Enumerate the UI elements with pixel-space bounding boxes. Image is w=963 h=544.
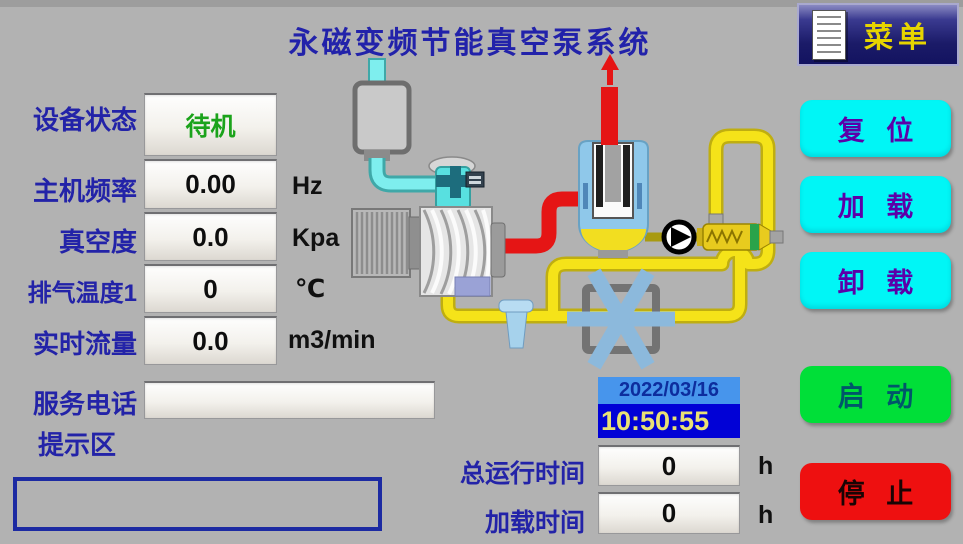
device-status-value: 待机: [144, 93, 277, 156]
time-display: 10:50:55: [598, 404, 740, 438]
drive-motor: [351, 208, 421, 278]
page-title: 永磁变频节能真空泵系统: [288, 27, 652, 60]
menu-list-icon: [812, 9, 846, 60]
exhaust-temp-label: 排气温度1: [27, 280, 137, 307]
discharge-pipe: [493, 191, 582, 254]
main-frequency-label: 主机频率: [32, 176, 137, 206]
prompt-area-label: 提示区: [38, 430, 117, 460]
flow-rate-label: 实时流量: [32, 329, 137, 359]
reset-button[interactable]: 复位: [800, 100, 951, 157]
flow-unit: m3/min: [288, 326, 376, 354]
drain-funnel: [498, 299, 534, 349]
date-display: 2022/03/16: [598, 377, 740, 404]
oil-gas-separator: [578, 140, 649, 258]
inlet-valve: [428, 156, 485, 214]
load-time-label: 加载时间: [484, 509, 585, 537]
main-frequency-value: 0.00: [144, 159, 277, 209]
top-strip: [0, 0, 963, 7]
load-time-unit: h: [758, 501, 774, 529]
frequency-unit: Hz: [292, 172, 323, 200]
exhaust-temp-value: 0: [144, 264, 277, 313]
oil-line-valve: [661, 219, 697, 255]
oil-return-pipes: [440, 128, 776, 324]
start-button[interactable]: 启动: [800, 366, 951, 423]
prompt-area-box: [13, 477, 382, 531]
service-phone-field: [144, 381, 435, 419]
separator-filter-element: [592, 142, 634, 219]
menu-button[interactable]: 菜单: [797, 3, 959, 66]
unload-button[interactable]: 卸载: [800, 252, 951, 309]
menu-button-label: 菜单: [864, 21, 933, 54]
oil-cooler-fan: [567, 268, 675, 370]
exhaust-outlet: [601, 54, 619, 145]
vacuum-degree-value: 0.0: [144, 212, 277, 261]
service-phone-label: 服务电话: [32, 389, 137, 419]
load-button[interactable]: 加载: [800, 176, 951, 233]
flow-rate-value: 0.0: [144, 316, 277, 365]
total-runtime-label: 总运行时间: [459, 460, 585, 488]
inlet-filter-tank: [352, 58, 412, 161]
vacuum-degree-label: 真空度: [58, 227, 137, 257]
screw-pump: [419, 206, 506, 297]
oil-filter: [697, 213, 784, 251]
temperature-unit: ℃: [295, 275, 326, 303]
total-runtime-value: 0: [598, 445, 740, 486]
total-runtime-unit: h: [758, 452, 774, 480]
device-status-label: 设备状态: [32, 105, 137, 135]
load-time-value: 0: [598, 492, 740, 534]
inlet-pipe: [368, 158, 440, 193]
stop-button[interactable]: 停止: [800, 463, 951, 520]
vacuum-unit: Kpa: [292, 224, 340, 252]
